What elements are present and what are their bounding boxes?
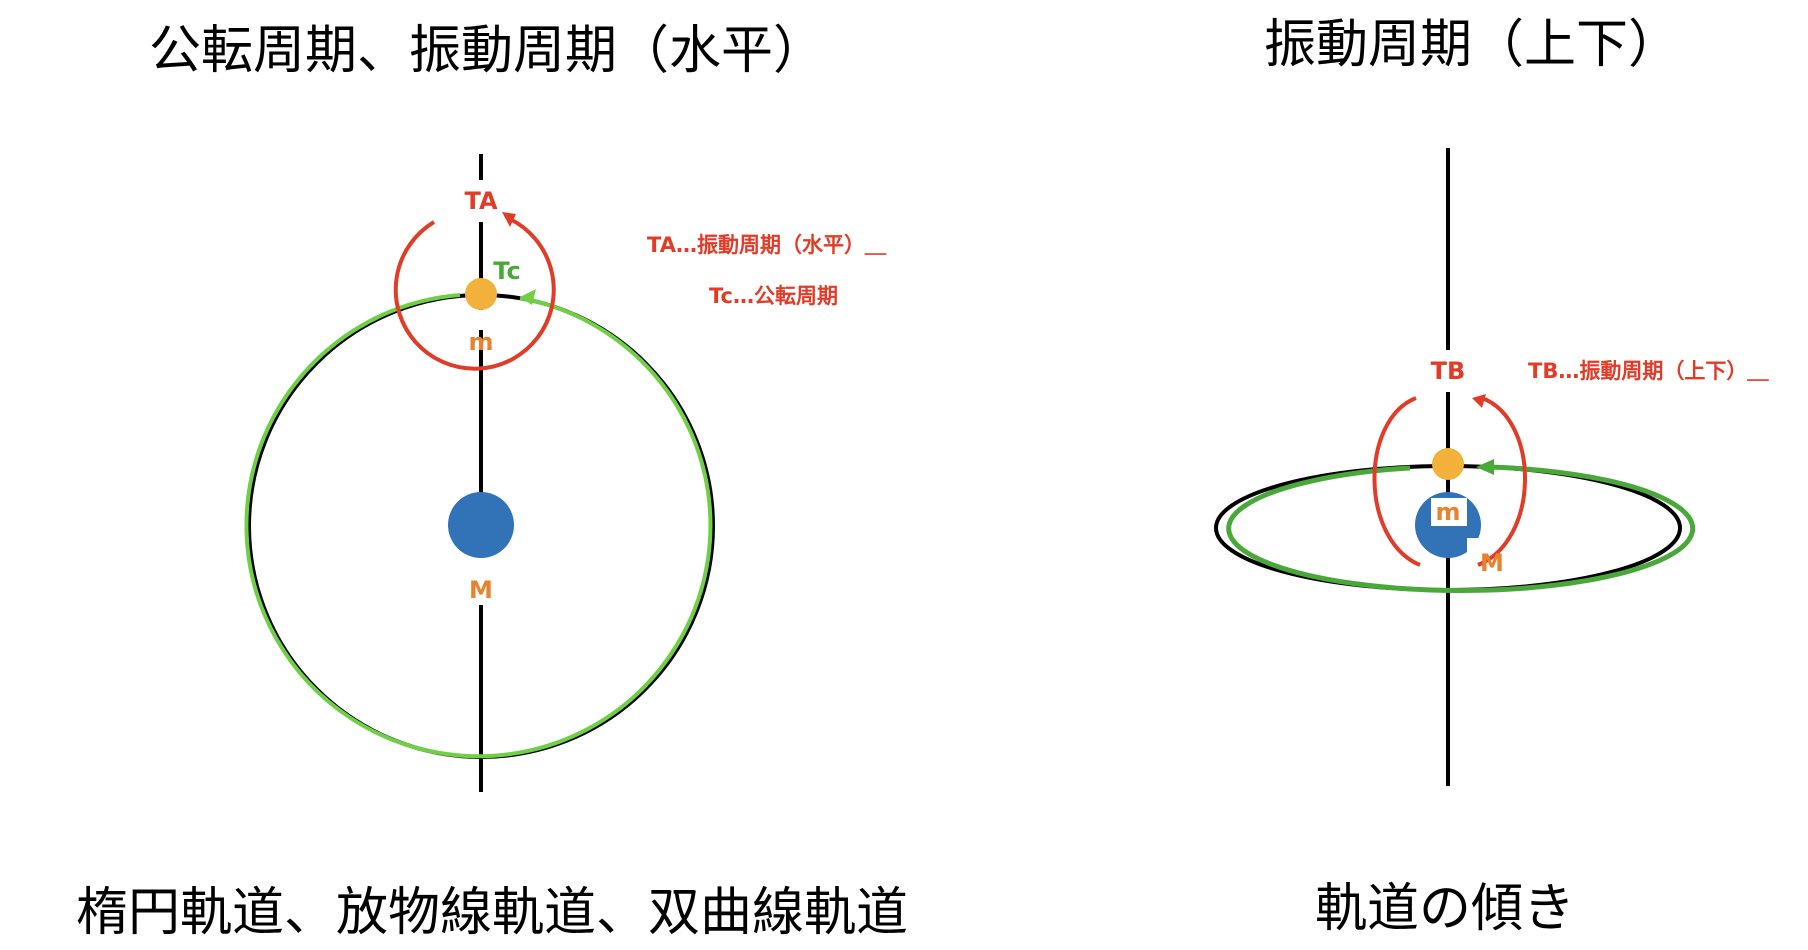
small-mass-m xyxy=(465,278,497,310)
orbit-path-tc xyxy=(244,293,713,759)
orbit-path xyxy=(1226,464,1696,593)
small-mass-m xyxy=(1432,448,1464,480)
right-diagram: TB m M TB…振動周期（上下）＿ xyxy=(1214,148,1769,786)
oscillation-arrow-icon xyxy=(1472,394,1486,408)
legend-tb: TB…振動周期（上下）＿ xyxy=(1528,359,1769,383)
oscillation-loop-tb xyxy=(1372,396,1527,567)
oscillation-arrow-icon xyxy=(502,212,516,227)
left-title: 公転周期、振動周期（水平） xyxy=(149,21,825,81)
left-caption: 楕円軌道、放物線軌道、双曲線軌道 xyxy=(76,883,908,943)
orbit-arrow-icon xyxy=(1476,459,1494,475)
oscillation-circle-ta xyxy=(393,217,556,371)
label-m: m xyxy=(1435,498,1460,526)
right-caption: 軌道の傾き xyxy=(1315,879,1575,939)
legend-tc: Tc…公転周期 xyxy=(709,284,838,308)
large-mass-M xyxy=(448,492,514,558)
label-M: M xyxy=(1480,549,1504,577)
label-tc: Tc xyxy=(493,257,520,285)
right-title: 振動周期（上下） xyxy=(1264,15,1680,75)
label-M: M xyxy=(469,576,493,604)
label-ta: TA xyxy=(464,187,498,215)
orbit-arrow-icon xyxy=(520,289,536,305)
legend-ta: TA…振動周期（水平）＿ xyxy=(647,233,887,257)
left-diagram: TA Tc m M TA…振動周期（水平）＿ Tc…公転周期 xyxy=(244,154,887,792)
label-tb: TB xyxy=(1431,357,1466,385)
label-m: m xyxy=(468,328,493,356)
